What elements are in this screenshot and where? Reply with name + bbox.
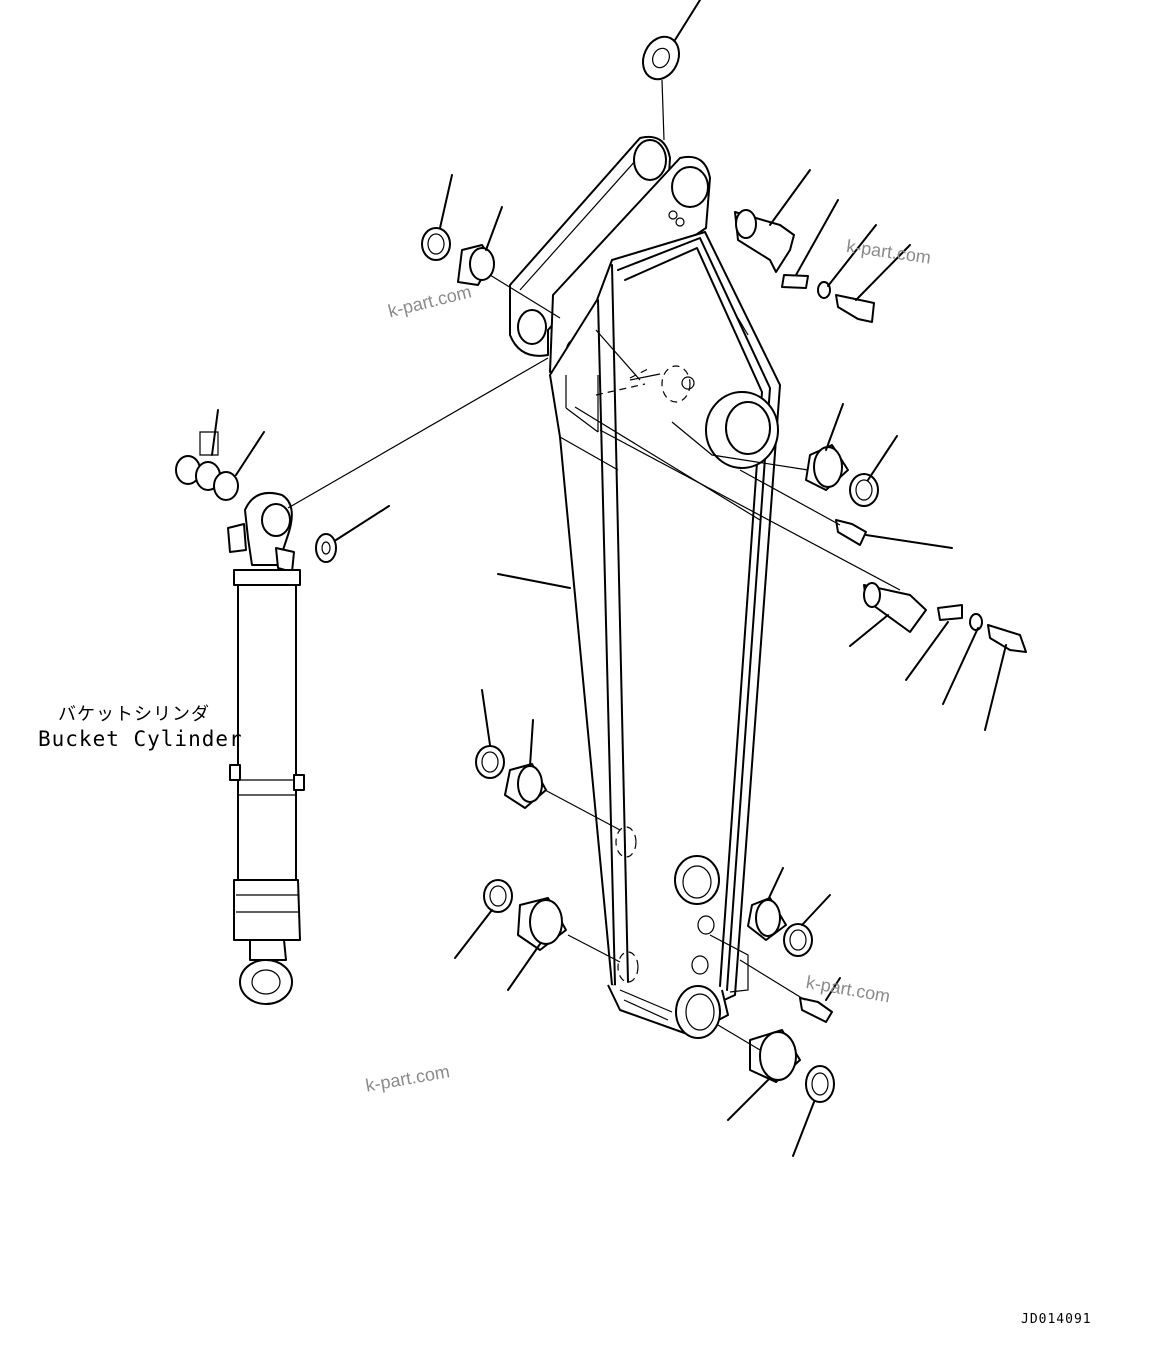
leader-lines <box>211 0 1007 1157</box>
bucket-cylinder-label-en: Bucket Cylinder <box>38 727 243 751</box>
figure-code: JD014091 <box>1021 1312 1092 1327</box>
exploded-parts <box>175 35 1027 1103</box>
bucket-cylinder <box>227 491 305 1005</box>
bucket-cylinder-label-jp: バケットシリンダ <box>58 704 210 725</box>
arm-body <box>509 136 781 1039</box>
